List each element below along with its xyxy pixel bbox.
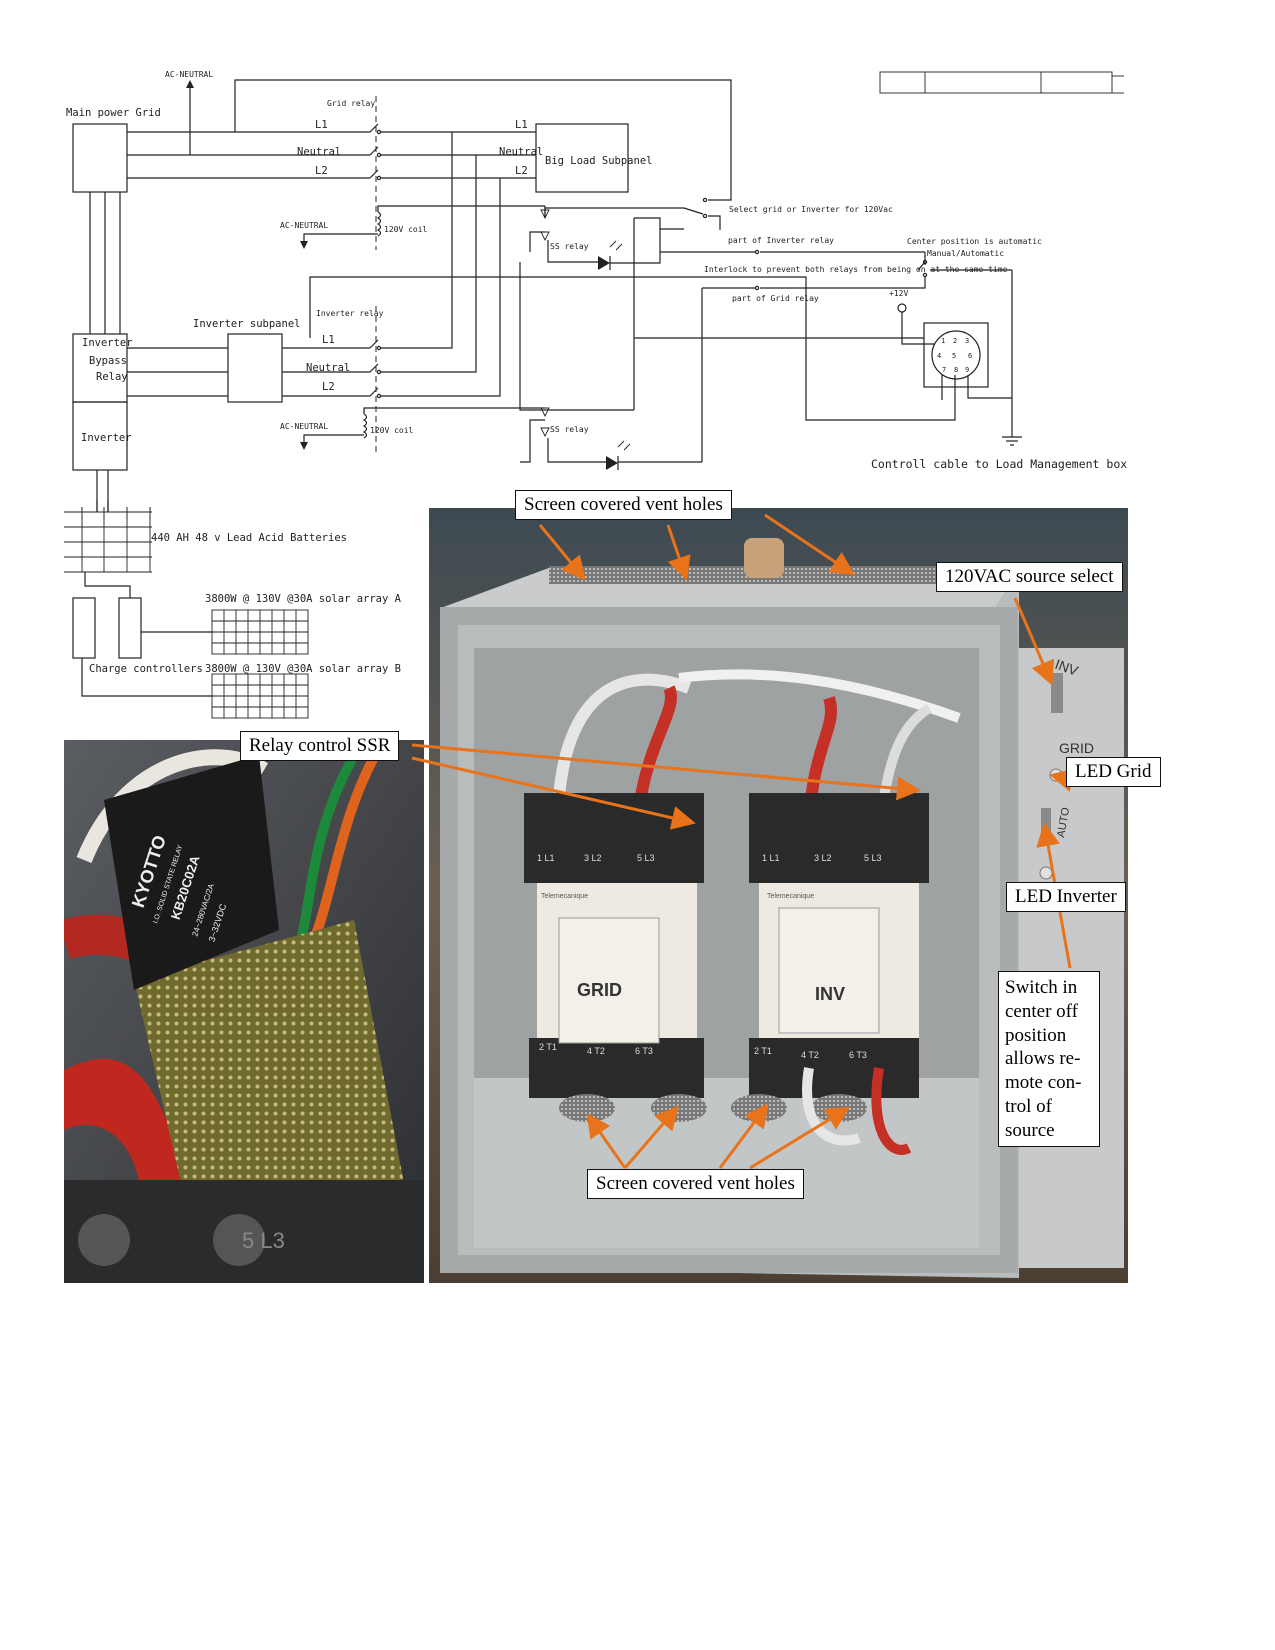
callout-source-select: 120VAC source select (936, 562, 1123, 592)
bottom-vent-4 (811, 1094, 867, 1122)
grid-l2-label: L2 (315, 165, 328, 177)
led-inverter (1039, 866, 1053, 880)
callout-vent-bottom: Screen covered vent holes (587, 1169, 804, 1199)
inverter-subpanel-label: Inverter subpanel (193, 318, 300, 330)
subpanel-neutral-label: Neutral (499, 146, 543, 158)
big-load-subpanel-label: Big Load Subpanel (545, 155, 652, 167)
solar-a-text: 3800W @ 130V @30A solar array A (205, 593, 402, 605)
batteries-text: 440 AH 48 v Lead Acid Batteries (151, 532, 347, 544)
inv-l1-label: L1 (322, 334, 335, 346)
inverter-relay-label: Inverter relay (316, 309, 384, 318)
ac-neutral-top-label: AC-NEUTRAL (165, 70, 213, 79)
big-load-subpanel-box (535, 123, 629, 193)
side-panel (1019, 648, 1124, 1268)
ssr-block (104, 755, 279, 990)
callout-led-inverter: LED Inverter (1006, 882, 1126, 912)
subpanel-l2-label: L2 (515, 165, 528, 177)
inv-term-5l3: 5 L3 (864, 853, 882, 863)
main-grid-box (72, 123, 128, 193)
pin-9: 9 (965, 366, 969, 374)
solar-b-text: 3800W @ 130V @30A solar array B (205, 663, 401, 675)
perfboard (134, 920, 409, 1260)
bypass-label-2: Bypass (89, 355, 127, 367)
ac-neutral-coil-a-label: AC-NEUTRAL (280, 221, 328, 230)
pin-7: 7 (942, 366, 946, 374)
charge-controllers-text: Charge controllers (89, 663, 203, 675)
pin-3: 3 (965, 337, 969, 345)
part-inverter-relay-label: part of Inverter relay (728, 236, 834, 245)
grid-term-3l2: 3 L2 (584, 853, 602, 863)
interlock-label: Interlock to prevent both relays from be… (704, 265, 1008, 274)
grid-term-2t1: 2 T1 (539, 1042, 557, 1052)
control-cable-label: Controll cable to Load Management box (871, 457, 1127, 471)
inverter-box (72, 401, 128, 471)
closeup-terminal-text: 5 L3 (242, 1228, 285, 1253)
wiring-schematic: AC-NEUTRAL Main power Grid L1 Neutral L2… (64, 70, 1127, 520)
center-position-label: Center position is automatic (907, 237, 1042, 246)
inv-neutral-label: Neutral (306, 362, 350, 374)
inv-term-2t1: 2 T1 (754, 1046, 772, 1056)
pin-6: 6 (968, 352, 972, 360)
battery-bank-lower (64, 507, 152, 573)
panel-grid-text: GRID (1059, 740, 1094, 756)
inv-term-4t2: 4 T2 (801, 1050, 819, 1060)
main-power-grid-label: Main power Grid (66, 107, 161, 119)
grid-maker-text: Telemecanique (541, 893, 588, 900)
inv-term-6t3: 6 T3 (849, 1050, 867, 1060)
grid-neutral-label: Neutral (297, 146, 341, 158)
coil-a-label: 120V coil (384, 225, 428, 234)
part-grid-relay-label: part of Grid relay (732, 294, 819, 303)
pin-8: 8 (954, 366, 958, 374)
ssr-closeup-photo: KYOTTO I.O. SOLID STATE RELAY KB20C02A 2… (64, 740, 424, 1283)
contactor-inverter: INV 1 L1 3 L2 5 L3 2 T1 4 T2 6 T3 Teleme… (749, 793, 929, 1098)
inverter-subpanel-box (227, 333, 283, 403)
bottom-vent-3 (731, 1094, 787, 1122)
led-grid (1049, 768, 1063, 782)
ac-neutral-coil-b-label: AC-NEUTRAL (280, 422, 328, 431)
source-toggle-switch (1051, 673, 1063, 713)
inverter-label: Inverter (81, 432, 132, 444)
callout-vent-top: Screen covered vent holes (515, 490, 732, 520)
ss-relay-b-label: SS relay (550, 425, 589, 434)
manual-automatic-label: Manual/Automatic (927, 249, 1004, 258)
pin-1: 1 (941, 337, 945, 345)
callout-relay-ssr: Relay control SSR (240, 731, 400, 761)
charge-controller-a-box (72, 597, 96, 659)
callout-switch-note: Switch in center off position allows re-… (998, 971, 1100, 1148)
contactor-grid: GRID 1 L1 3 L2 5 L3 2 T1 4 T2 6 T3 Telem… (524, 793, 704, 1098)
table-stub (879, 71, 1124, 94)
subpanel-l1-label: L1 (515, 119, 528, 131)
bottom-vent-1 (559, 1094, 615, 1122)
grid-relay-label: Grid relay (327, 99, 375, 108)
pin-5: 5 (952, 352, 956, 360)
solar-array-a (211, 609, 309, 655)
grid-term-1l1: 1 L1 (537, 853, 555, 863)
inv-l2-label: L2 (322, 381, 335, 393)
grid-term-6t3: 6 T3 (635, 1046, 653, 1056)
bypass-label-1: Inverter (82, 337, 133, 349)
grid-term-4t2: 4 T2 (587, 1046, 605, 1056)
ss-relay-a-label: SS relay (550, 242, 589, 251)
charge-controller-b-box (118, 597, 142, 659)
inv-maker-text: Telemecanique (767, 893, 814, 900)
grid-term-5l3: 5 L3 (637, 853, 655, 863)
coil-b-label: 120V coil (370, 426, 414, 435)
plus-12v-label: +12V (889, 289, 908, 298)
inv-term-1l1: 1 L1 (762, 853, 780, 863)
solar-schematic: 440 AH 48 v Lead Acid Batteries 3800W @ … (64, 500, 402, 719)
bottom-vent-2 (651, 1094, 707, 1122)
control-connector (923, 322, 989, 388)
pin-2: 2 (953, 337, 957, 345)
contactor-grid-label: GRID (577, 980, 622, 1000)
solar-array-b (211, 673, 309, 719)
callout-led-grid: LED Grid (1066, 757, 1161, 787)
bypass-label-3: Relay (96, 371, 128, 383)
pin-4: 4 (937, 352, 941, 360)
grid-l1-label: L1 (315, 119, 328, 131)
auto-toggle-switch (1041, 808, 1051, 836)
select-switch-label: Select grid or Inverter for 120Vac (729, 205, 893, 214)
contactor-inv-label: INV (815, 984, 845, 1004)
inv-term-3l2: 3 L2 (814, 853, 832, 863)
